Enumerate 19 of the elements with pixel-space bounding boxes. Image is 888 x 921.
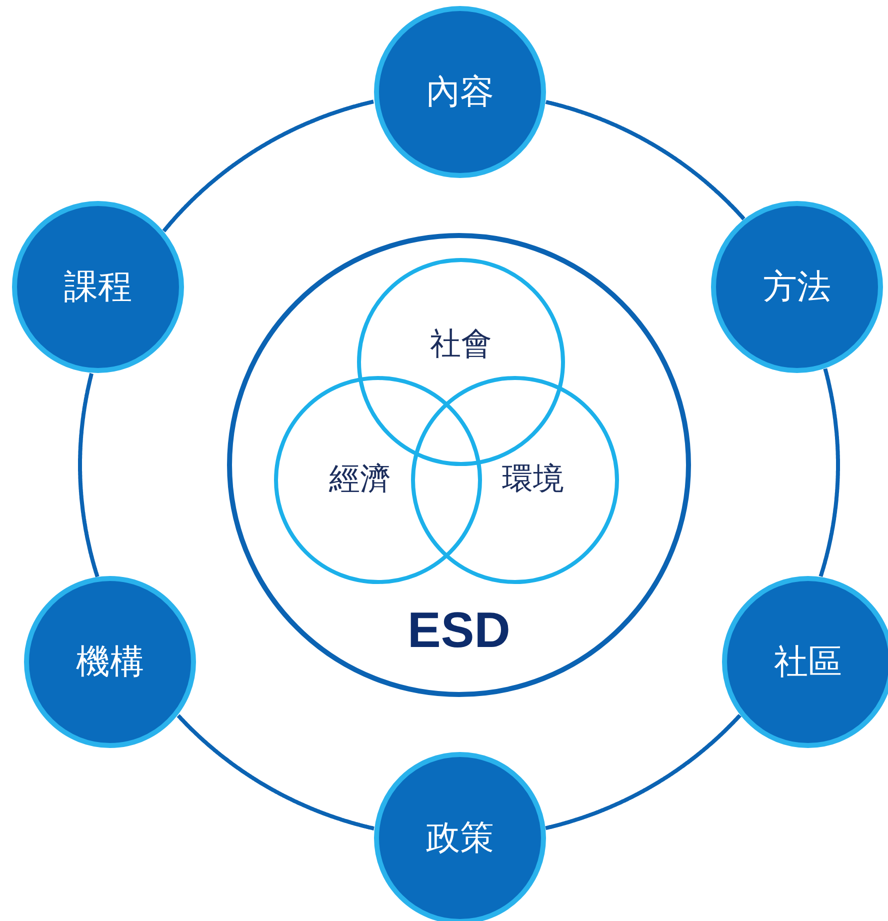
- ring-arc: [818, 368, 840, 578]
- ring-arc: [544, 714, 742, 830]
- venn-circle: [411, 376, 619, 584]
- topic-label: 機構: [76, 645, 144, 679]
- circle-title: ESD: [408, 605, 510, 655]
- ring-arc: [544, 100, 746, 220]
- venn-label: 社會: [430, 328, 492, 358]
- topic-label: 政策: [426, 821, 494, 855]
- venn-label: 經濟: [329, 462, 391, 494]
- ring-arc: [162, 100, 374, 232]
- topic-label: 課程: [64, 270, 132, 304]
- topic-label: 內容: [426, 75, 494, 109]
- ring-arc: [78, 372, 100, 578]
- ring-arc: [176, 714, 375, 830]
- topic-label: 社區: [774, 645, 842, 679]
- venn-circle: [274, 376, 482, 584]
- topic-label: 方法: [763, 270, 831, 304]
- outer-circle: [227, 233, 691, 697]
- venn-label: 環境: [502, 462, 564, 494]
